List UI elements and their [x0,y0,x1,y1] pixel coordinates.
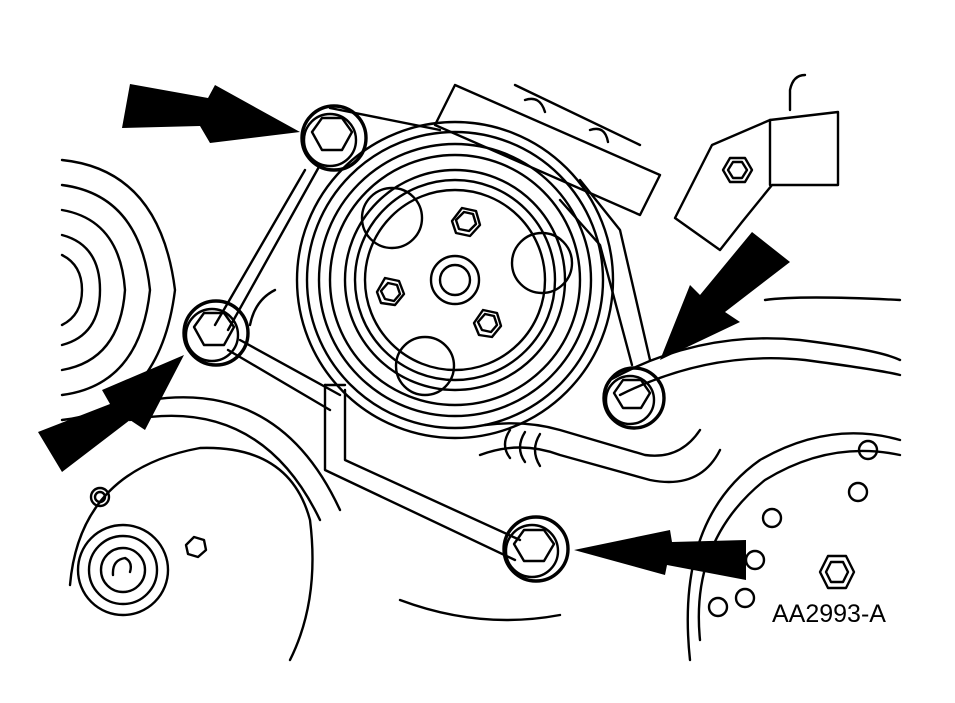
water-pump-pulley [295,120,615,440]
bolt-top [300,104,368,172]
arrow-bottom-bolt [574,530,746,580]
arrow-top-bolt [122,84,300,143]
bolt-right [602,366,666,430]
upper-bracket [433,73,902,302]
bolt-left [182,299,250,367]
figure-reference-label: AA2993-A [772,600,886,628]
bottom-left-pulley [68,396,342,662]
pump-housing [213,106,652,412]
arrow-right-bolt [660,232,790,360]
coolant-hose [323,383,722,622]
bolt-bottom [502,515,570,583]
arrow-left-bolt [38,355,184,472]
